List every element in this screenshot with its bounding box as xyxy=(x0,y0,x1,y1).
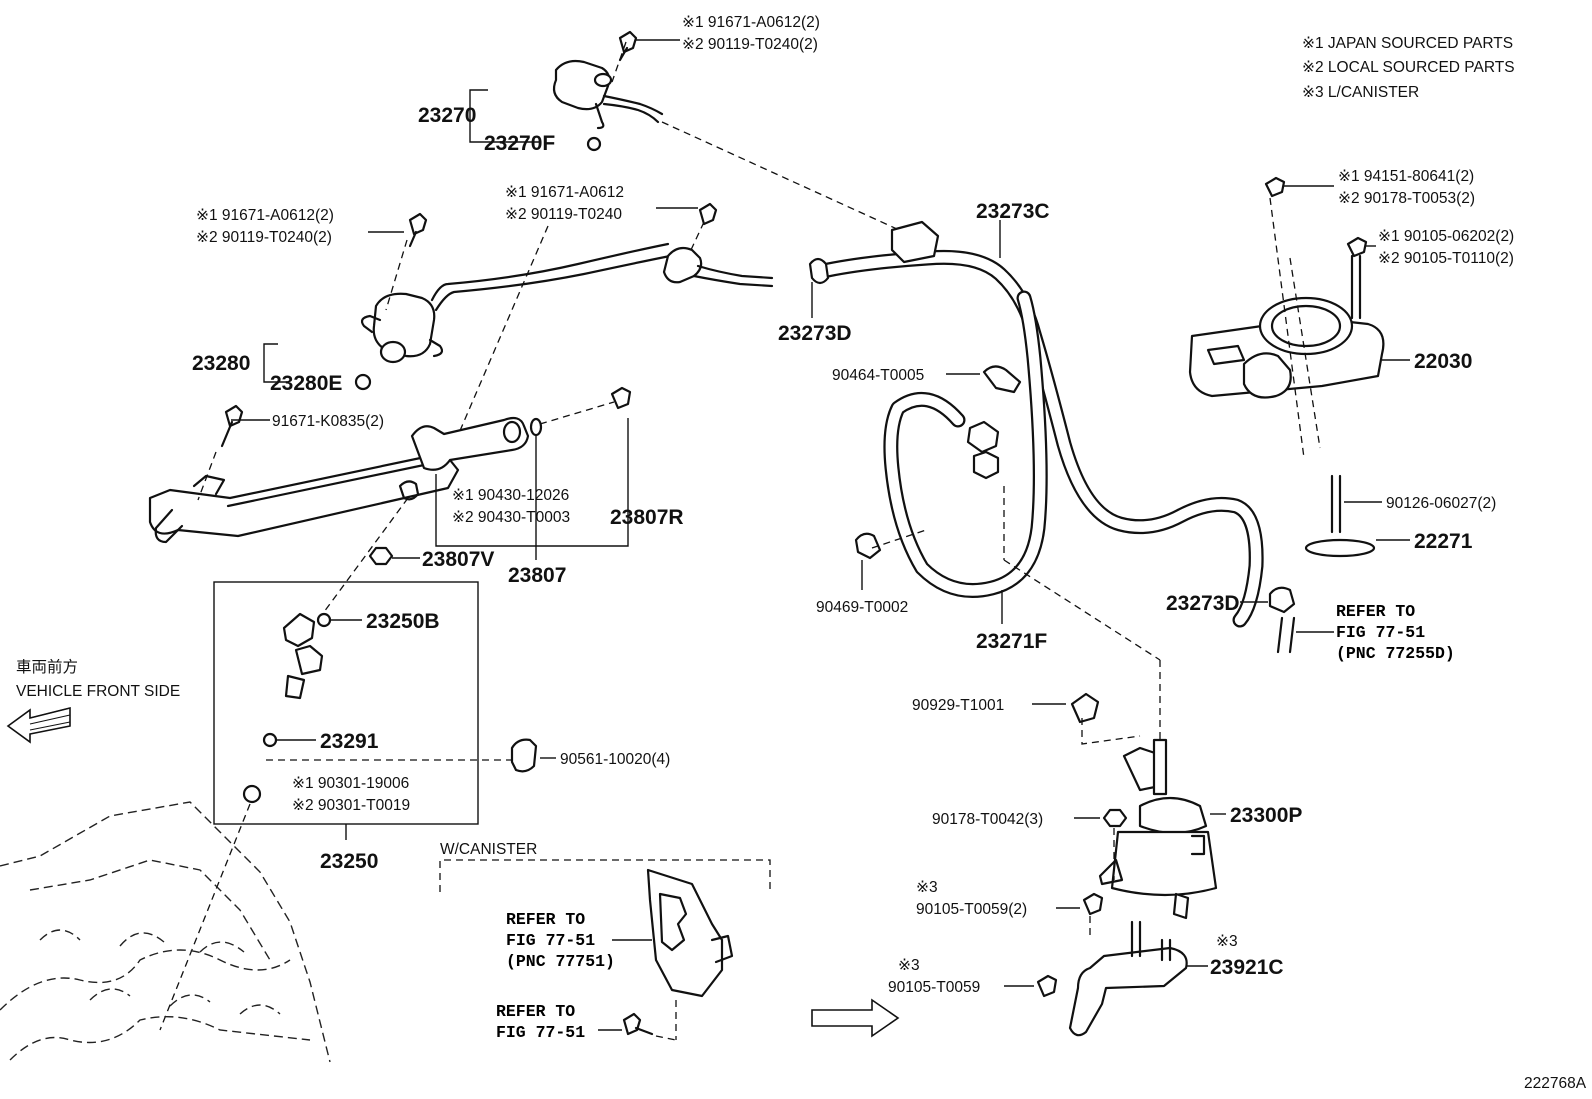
label-seal-1: ※1 90430-12026 xyxy=(452,487,569,504)
grommet-90561[interactable] xyxy=(510,738,538,773)
diagram-code: 222768A xyxy=(1524,1075,1587,1092)
bracket-23921C[interactable] xyxy=(1068,920,1188,1037)
label-22271: 22271 xyxy=(1414,530,1473,553)
label-bolt-tb-2: ※2 90105-T0110(2) xyxy=(1378,250,1514,267)
fuel-injector[interactable] xyxy=(242,612,332,804)
legend-note-1: ※1 JAPAN SOURCED PARTS xyxy=(1302,35,1513,52)
engine-outline xyxy=(0,801,331,1063)
label-seal-2: ※2 90430-T0003 xyxy=(452,509,570,526)
label-bolt-top-2: ※2 90119-T0240(2) xyxy=(682,36,818,53)
refer-canister-1: REFER TO xyxy=(506,910,585,929)
vehicle-front-en: VEHICLE FRONT SIDE xyxy=(16,683,180,700)
union-23807R[interactable] xyxy=(529,386,632,437)
label-nut-90178: 90178-T0042(3) xyxy=(932,811,1043,828)
label-bolt-mid-1: ※1 91671-A0612 xyxy=(505,184,624,201)
clip-90929[interactable] xyxy=(1070,692,1100,724)
label-bolt-rail: 91671-K0835(2) xyxy=(272,413,384,430)
label-23807R: 23807R xyxy=(610,506,684,529)
label-23291: 23291 xyxy=(320,730,379,753)
refer-canister-3: (PNC 77751) xyxy=(506,952,615,971)
label-23921C: 23921C xyxy=(1210,956,1284,979)
pressure-regulator-top[interactable] xyxy=(552,30,664,152)
label-bolt3-a: 90105-T0059(2) xyxy=(916,901,1027,918)
label-grommet: 90561-10020(4) xyxy=(560,751,670,768)
clamp-90464[interactable] xyxy=(982,365,1022,394)
clamp-23273D-top[interactable] xyxy=(808,257,830,285)
vehicle-front-jp: 車両前方 xyxy=(16,658,78,676)
label-23280: 23280 xyxy=(192,352,250,375)
refer-bolt-1: REFER TO xyxy=(496,1002,575,1021)
label-23807V: 23807V xyxy=(422,548,494,571)
label-star3-b: ※3 xyxy=(898,957,920,974)
label-bolt-mid-2: ※2 90119-T0240 xyxy=(505,206,622,223)
bolt-90105-b[interactable] xyxy=(1036,974,1058,998)
gasket-22271[interactable] xyxy=(1304,538,1376,558)
canister-bracket[interactable] xyxy=(646,868,734,998)
label-stud: 90126-06027(2) xyxy=(1386,495,1496,512)
label-oring-1: ※1 90301-19006 xyxy=(292,775,409,792)
nut-90178[interactable] xyxy=(1102,808,1128,828)
refer-right-1: REFER TO xyxy=(1336,602,1415,621)
label-clamp-90469: 90469-T0002 xyxy=(816,599,908,616)
label-bolt-top-1: ※1 91671-A0612(2) xyxy=(682,14,820,31)
label-nut-tb-2: ※2 90178-T0053(2) xyxy=(1338,190,1475,207)
bolt-90105-a[interactable] xyxy=(1082,892,1104,916)
legend-note-3: ※3 L/CANISTER xyxy=(1302,84,1419,101)
label-oring-2: ※2 90301-T0019 xyxy=(292,797,410,814)
label-23250: 23250 xyxy=(320,850,378,873)
label-23300P: 23300P xyxy=(1230,804,1302,827)
label-23270: 23270 xyxy=(418,104,476,127)
label-22030: 22030 xyxy=(1414,350,1472,373)
refer-right-3: (PNC 77255D) xyxy=(1336,644,1455,663)
vsv-23300P[interactable] xyxy=(1098,738,1218,920)
clamp-90469[interactable] xyxy=(854,532,882,560)
label-23250B: 23250B xyxy=(366,610,440,633)
refer-canister-2: FIG 77-51 xyxy=(506,931,595,950)
fuel-delivery-rail[interactable] xyxy=(148,404,530,544)
canister-bolt[interactable] xyxy=(622,1012,654,1036)
label-23807: 23807 xyxy=(508,564,566,587)
label-star3-a: ※3 xyxy=(916,879,938,896)
label-bolt-left-1: ※1 91671-A0612(2) xyxy=(196,207,334,224)
pressure-regulator-left[interactable] xyxy=(354,202,774,391)
refer-bolt-2: FIG 77-51 xyxy=(496,1023,585,1042)
label-clamp-90464: 90464-T0005 xyxy=(832,367,924,384)
label-23280E: 23280E xyxy=(270,372,342,395)
label-23271F: 23271F xyxy=(976,630,1047,653)
throttle-body[interactable] xyxy=(1188,176,1385,399)
refer-right-2: FIG 77-51 xyxy=(1336,623,1425,642)
legend-notes: ※1 JAPAN SOURCED PARTS ※2 LOCAL SOURCED … xyxy=(1302,35,1515,101)
label-star3-c: ※3 xyxy=(1216,933,1238,950)
legend-note-2: ※2 LOCAL SOURCED PARTS xyxy=(1302,59,1515,76)
label-bolt-left-2: ※2 90119-T0240(2) xyxy=(196,229,332,246)
stud-90126[interactable] xyxy=(1330,474,1342,534)
label-23273D-bottom: 23273D xyxy=(1166,592,1240,615)
canister-box-title: W/CANISTER xyxy=(440,841,537,858)
label-clip: 90929-T1001 xyxy=(912,697,1004,714)
label-23273D-top: 23273D xyxy=(778,322,852,345)
label-bolt-tb-1: ※1 90105-06202(2) xyxy=(1378,228,1514,245)
label-23270F: 23270F xyxy=(484,132,555,155)
clamp-23273D-bottom[interactable] xyxy=(1268,586,1296,654)
label-bolt3-b: 90105-T0059 xyxy=(888,979,980,996)
hose-23271F[interactable] xyxy=(883,290,1048,598)
front-arrow-icon xyxy=(6,706,71,744)
label-nut-tb-1: ※1 94151-80641(2) xyxy=(1338,168,1474,185)
nut-23807V[interactable] xyxy=(368,546,394,566)
hose-23273C[interactable] xyxy=(820,220,1264,628)
arrow-right-icon xyxy=(811,998,900,1038)
label-23273C: 23273C xyxy=(976,200,1050,223)
